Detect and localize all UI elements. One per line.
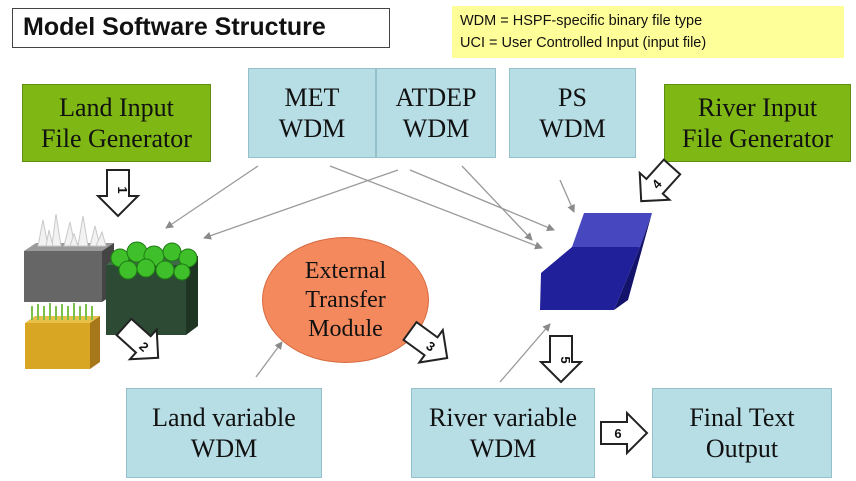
- land-variable-wdm: Land variable WDM: [126, 388, 322, 478]
- arrow-land-var-to-module: [255, 341, 283, 378]
- river-input-line2: File Generator: [682, 124, 833, 153]
- river-var-line1: River variable: [429, 403, 577, 432]
- ps-wdm: PS WDM: [509, 68, 636, 158]
- arrow-met-to-land: [165, 165, 259, 229]
- diagram-title: Model Software Structure: [12, 8, 390, 48]
- met-line1: MET: [284, 83, 340, 112]
- step-6-label: 6: [614, 426, 621, 441]
- step-4-arrow: [638, 158, 682, 203]
- land-var-line2: WDM: [190, 434, 258, 463]
- atdep-wdm: ATDEP WDM: [376, 68, 496, 158]
- external-line3: Module: [308, 315, 383, 342]
- land-segment-blocks: [24, 213, 198, 369]
- step-5-arrow: [538, 335, 584, 384]
- river-input-line1: River Input: [697, 93, 818, 122]
- legend-uci: UCI = User Controlled Input (input file): [460, 35, 707, 51]
- river-input-generator: River Input File Generator: [664, 84, 851, 162]
- river-segment-block: [540, 213, 652, 310]
- legend: WDM = HSPF-specific binary file type UCI…: [452, 6, 844, 58]
- river-var-line2: WDM: [469, 434, 537, 463]
- arrow-river-var-to-river: [499, 323, 551, 383]
- step-1-arrow: [95, 169, 141, 218]
- met-line2: WDM: [278, 114, 346, 143]
- step-6-arrow: [600, 410, 649, 456]
- legend-wdm: WDM = HSPF-specific binary file type: [460, 13, 703, 29]
- external-transfer-module: External Transfer Module: [262, 237, 429, 363]
- final-line2: Output: [705, 434, 779, 463]
- final-text-output: Final Text Output: [652, 388, 832, 478]
- land-input-line1: Land Input: [59, 93, 174, 122]
- met-wdm: MET WDM: [248, 68, 376, 158]
- arrow-ps-to-river-a: [461, 165, 533, 241]
- arrow-atdep-to-river: [409, 169, 555, 231]
- step-5-label: 5: [558, 356, 573, 363]
- ps-line2: WDM: [539, 114, 606, 143]
- connector-lines: [165, 165, 575, 383]
- arrow-met-to-river: [329, 165, 543, 250]
- external-line1: External: [304, 257, 387, 284]
- external-line2: Transfer: [305, 286, 386, 313]
- arrow-atdep-to-land: [203, 169, 399, 240]
- river-variable-wdm: River variable WDM: [411, 388, 595, 478]
- step-arrows: [95, 158, 682, 456]
- atdep-line2: WDM: [402, 114, 470, 143]
- land-input-generator: Land Input File Generator: [22, 84, 211, 162]
- step-1-label: 1: [115, 186, 130, 193]
- atdep-line1: ATDEP: [395, 83, 477, 112]
- step-2-arrow: [115, 317, 160, 361]
- land-input-line2: File Generator: [41, 124, 192, 153]
- arrow-ps-to-river-b: [559, 179, 575, 213]
- step-3-arrow: [402, 320, 449, 364]
- final-line1: Final Text: [689, 403, 795, 432]
- ps-line1: PS: [558, 83, 587, 112]
- land-var-line1: Land variable: [152, 403, 296, 432]
